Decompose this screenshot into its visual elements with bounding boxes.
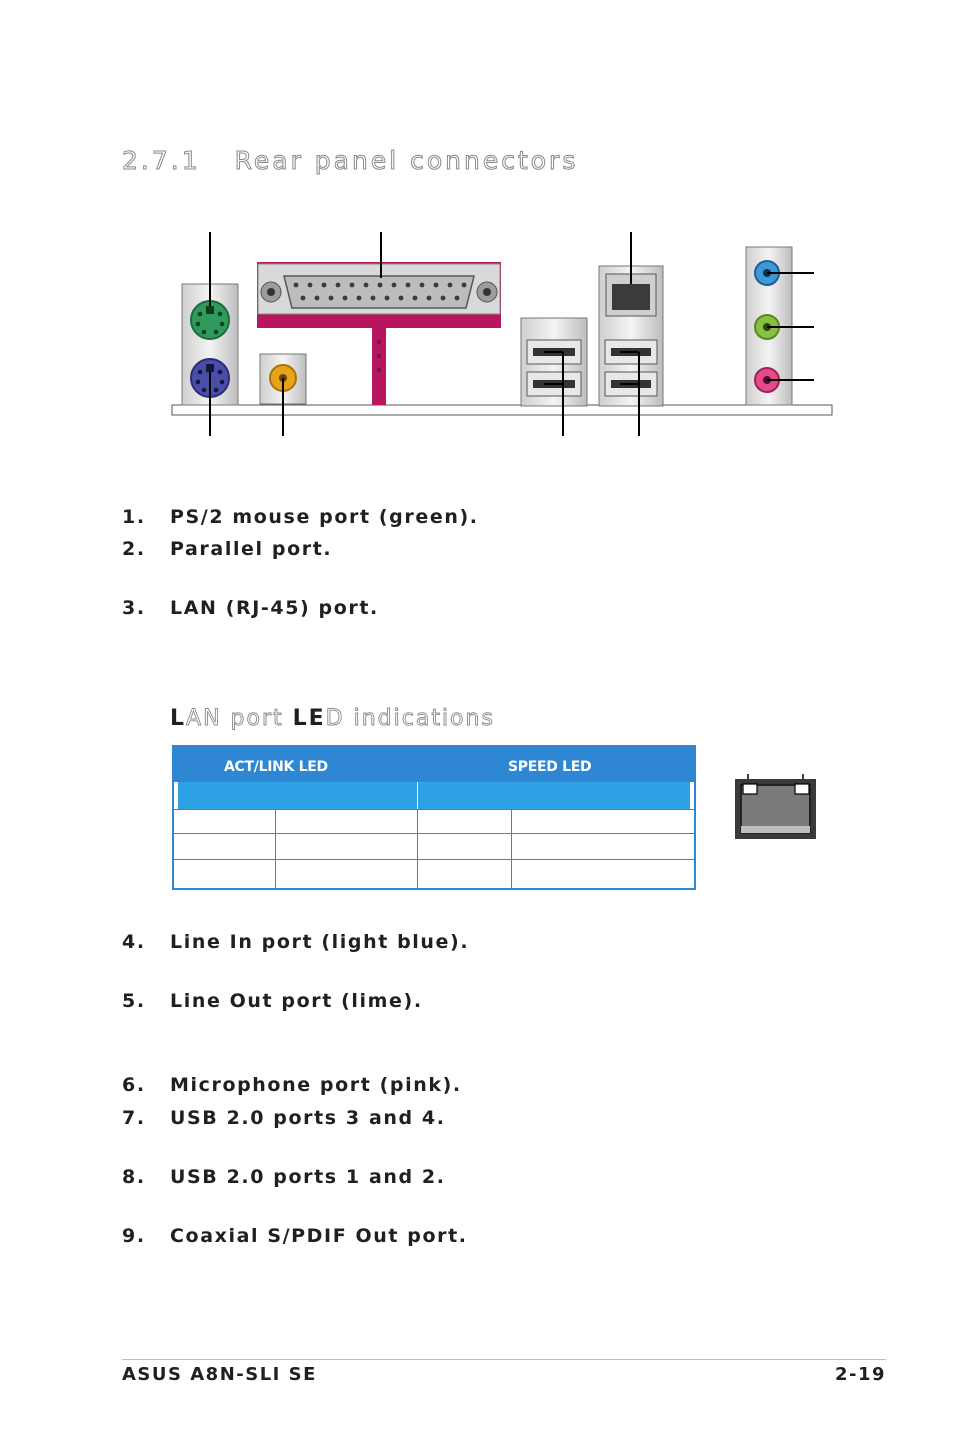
led-table-header: ACT/LINK LED SPEED LED xyxy=(174,747,694,782)
lan-port-illustration xyxy=(735,774,816,839)
list-item-3: 3.LAN (RJ-45) port. xyxy=(122,597,379,619)
list-item-8: 8.USB 2.0 ports 1 and 2. xyxy=(122,1166,446,1188)
section-title: 2.7.1 Rear panel connectors xyxy=(122,146,579,176)
col-line-1 xyxy=(275,809,276,888)
speed-led-header: SPEED LED xyxy=(508,759,592,775)
panel-baseline xyxy=(171,404,833,416)
list-item-2: 2.Parallel port. xyxy=(122,538,333,560)
list-item-6: 6.Microphone port (pink). xyxy=(122,1074,462,1096)
led-indications-heading: LAN port LED indications xyxy=(170,706,495,732)
row-line-3 xyxy=(174,859,694,860)
list-item-4: 4.Line In port (light blue). xyxy=(122,931,470,953)
footer-rule xyxy=(122,1359,886,1360)
callout-lines xyxy=(209,232,814,436)
parallel-port-connector xyxy=(283,275,475,309)
act-link-led-header: ACT/LINK LED xyxy=(224,759,328,775)
footer-page-number: 2-19 xyxy=(834,1364,886,1385)
sub-divider xyxy=(417,782,418,809)
speed-led xyxy=(794,783,810,795)
footer-product-name: ASUS A8N-SLI SE xyxy=(122,1364,317,1385)
section-number: 2.7.1 xyxy=(122,146,201,176)
act-link-led xyxy=(742,783,758,795)
list-item-9: 9.Coaxial S/PDIF Out port. xyxy=(122,1225,468,1247)
led-table-subheader xyxy=(178,782,690,809)
list-item-7: 7.USB 2.0 ports 3 and 4. xyxy=(122,1107,446,1129)
rear-panel-illustration xyxy=(171,232,833,436)
list-item-1: 1.PS/2 mouse port (green). xyxy=(122,506,479,528)
row-line-2 xyxy=(174,833,694,834)
col-line-3 xyxy=(511,809,512,888)
row-line-1 xyxy=(174,809,694,810)
list-item-5: 5.Line Out port (lime). xyxy=(122,990,423,1012)
led-table: ACT/LINK LED SPEED LED xyxy=(172,745,696,890)
parallel-port-stem xyxy=(372,326,386,405)
col-line-2 xyxy=(417,809,418,888)
section-heading: Rear panel connectors xyxy=(234,146,579,176)
